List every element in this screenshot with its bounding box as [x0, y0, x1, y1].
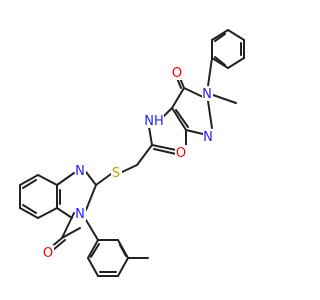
bond-line	[214, 56, 226, 66]
bond-line	[121, 164, 138, 173]
bond-line	[171, 107, 187, 131]
bond-line	[148, 126, 153, 146]
bond-line	[19, 174, 39, 186]
atom-label: N	[203, 130, 213, 145]
bond-line	[211, 29, 229, 41]
molecule-structure: O N N NH O S N N O	[19, 29, 245, 277]
bond-line	[175, 109, 189, 128]
bond-line	[87, 239, 99, 259]
atom-label: O	[172, 66, 182, 81]
atom-n-quinazoline-3: N	[75, 206, 86, 222]
bond-line	[207, 57, 213, 87]
atom-o-quinazolinone: O	[42, 245, 54, 261]
bond-line	[85, 171, 97, 186]
bond-line	[87, 257, 99, 277]
bond-line	[136, 144, 153, 166]
bond-line	[22, 204, 37, 214]
bond-line	[56, 207, 73, 219]
atom-label: N	[75, 164, 85, 179]
atom-label: O	[176, 146, 186, 161]
bond-line	[207, 100, 213, 129]
atom-n-quinazoline-1: N	[75, 163, 86, 179]
atom-label: NH	[144, 114, 164, 129]
bond-line	[151, 144, 177, 151]
atom-label: N	[202, 87, 212, 102]
bond-line	[61, 212, 75, 239]
bond-line	[212, 94, 237, 104]
atom-n-pyrazole-2: N	[203, 129, 214, 145]
atom-label: O	[43, 246, 53, 261]
bond-line	[22, 179, 37, 189]
bond-line	[85, 219, 99, 241]
bond-line	[52, 239, 66, 251]
bond-line	[90, 243, 100, 258]
bond-line	[171, 87, 185, 109]
atom-o-pyrazolone: O	[171, 65, 183, 81]
bond-line	[119, 244, 127, 257]
bond-line	[61, 227, 81, 239]
bond-line	[185, 129, 204, 135]
bond-line	[214, 33, 226, 42]
bonds	[19, 29, 245, 277]
atom-s-thioether: S	[111, 165, 122, 181]
bond-line	[85, 184, 97, 211]
bond-line	[153, 148, 177, 155]
bond-line	[211, 57, 229, 69]
bond-line	[162, 107, 173, 118]
bond-line	[183, 87, 204, 98]
bond-line	[19, 207, 39, 219]
bond-line	[37, 207, 58, 219]
bond-line	[227, 57, 245, 69]
bond-line	[117, 257, 129, 277]
atom-label: N	[75, 207, 85, 222]
atom-label: S	[112, 166, 120, 181]
bond-line	[37, 174, 58, 186]
bond-line	[227, 29, 245, 41]
atom-nh-amide: NH	[144, 113, 164, 129]
bond-line	[95, 173, 112, 186]
atom-n-pyrazole-1: N	[202, 86, 213, 102]
bond-line	[56, 172, 75, 186]
atom-o-amide: O	[175, 145, 187, 161]
